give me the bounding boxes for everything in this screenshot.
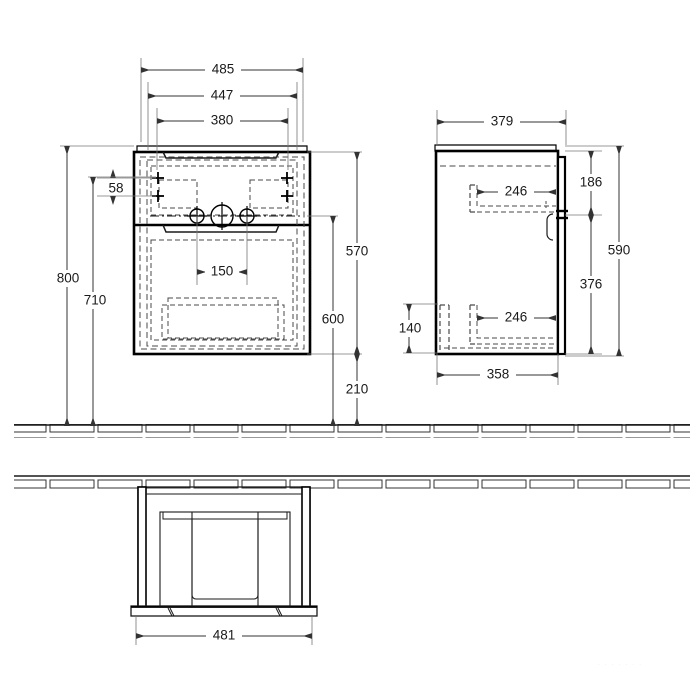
dim-side-246-upper: 246 (477, 183, 556, 200)
dim-front-58: 58 (97, 169, 156, 205)
dim-front-150: 150 (196, 216, 248, 285)
dim-label-447: 447 (211, 88, 234, 103)
dim-side-358: 358 (436, 354, 559, 385)
dim-side-186: 186 (565, 150, 608, 216)
dim-label-246-upper: 246 (505, 184, 528, 199)
dim-label-58: 58 (108, 181, 123, 196)
dim-label-485: 485 (212, 62, 235, 77)
dim-label-210: 210 (346, 382, 369, 397)
dim-front-570: 570 (307, 151, 374, 355)
dim-label-246-lower: 246 (505, 310, 528, 325)
dim-label-379: 379 (491, 114, 514, 129)
dim-label-600: 600 (322, 312, 345, 327)
floor-line-upper (14, 424, 690, 438)
dim-side-246-lower: 246 (477, 309, 556, 326)
dim-label-710: 710 (84, 293, 107, 308)
dim-side-590: 590 (565, 145, 636, 357)
dim-label-481: 481 (213, 628, 236, 643)
dim-front-447: 447 (147, 82, 298, 150)
dim-label-150: 150 (211, 264, 234, 279)
dim-label-376: 376 (580, 277, 603, 292)
front-elevation-view: 485 447 380 (51, 58, 374, 426)
dim-front-210: 210 (340, 354, 374, 426)
plan-view: 481 (130, 486, 318, 645)
dim-side-140: 140 (393, 303, 438, 354)
dim-front-600: 600 (307, 215, 350, 426)
dim-side-376: 376 (565, 215, 608, 355)
watermark-text: · · · · · · · (598, 660, 643, 669)
dim-label-800: 800 (57, 271, 80, 286)
dim-label-590: 590 (608, 243, 631, 258)
dim-label-140: 140 (399, 321, 422, 336)
dim-label-186: 186 (580, 175, 603, 190)
dim-label-570: 570 (346, 244, 369, 259)
dim-label-380: 380 (211, 113, 234, 128)
dim-label-358: 358 (487, 367, 510, 382)
dim-front-485: 485 (140, 58, 304, 142)
dim-front-710: 710 (78, 176, 156, 426)
dim-plan-481: 481 (135, 616, 313, 645)
dim-front-380: 380 (156, 108, 289, 170)
floor-line-lower (14, 475, 690, 489)
dim-side-379: 379 (436, 110, 567, 145)
side-elevation-view: 379 246 246 140 (393, 110, 636, 385)
wall-mount-marks (152, 172, 293, 202)
dim-front-800: 800 (51, 145, 134, 426)
